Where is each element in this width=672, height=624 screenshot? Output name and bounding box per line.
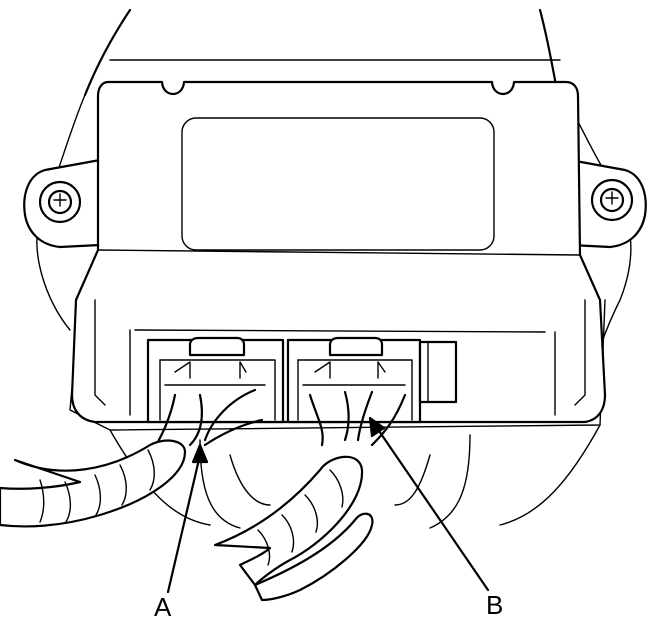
callout-label-a: A xyxy=(154,592,172,622)
callout-label-b: B xyxy=(486,590,504,620)
right-mounting-bracket xyxy=(568,158,647,249)
connector-a xyxy=(146,336,285,424)
wire-harness-b xyxy=(213,390,407,602)
callout-leaders xyxy=(166,416,490,594)
leader-arrowhead-b xyxy=(368,416,386,438)
leader-arrowhead-a xyxy=(191,443,209,464)
wire-harness-a xyxy=(0,388,264,528)
left-mounting-bracket xyxy=(23,158,102,249)
